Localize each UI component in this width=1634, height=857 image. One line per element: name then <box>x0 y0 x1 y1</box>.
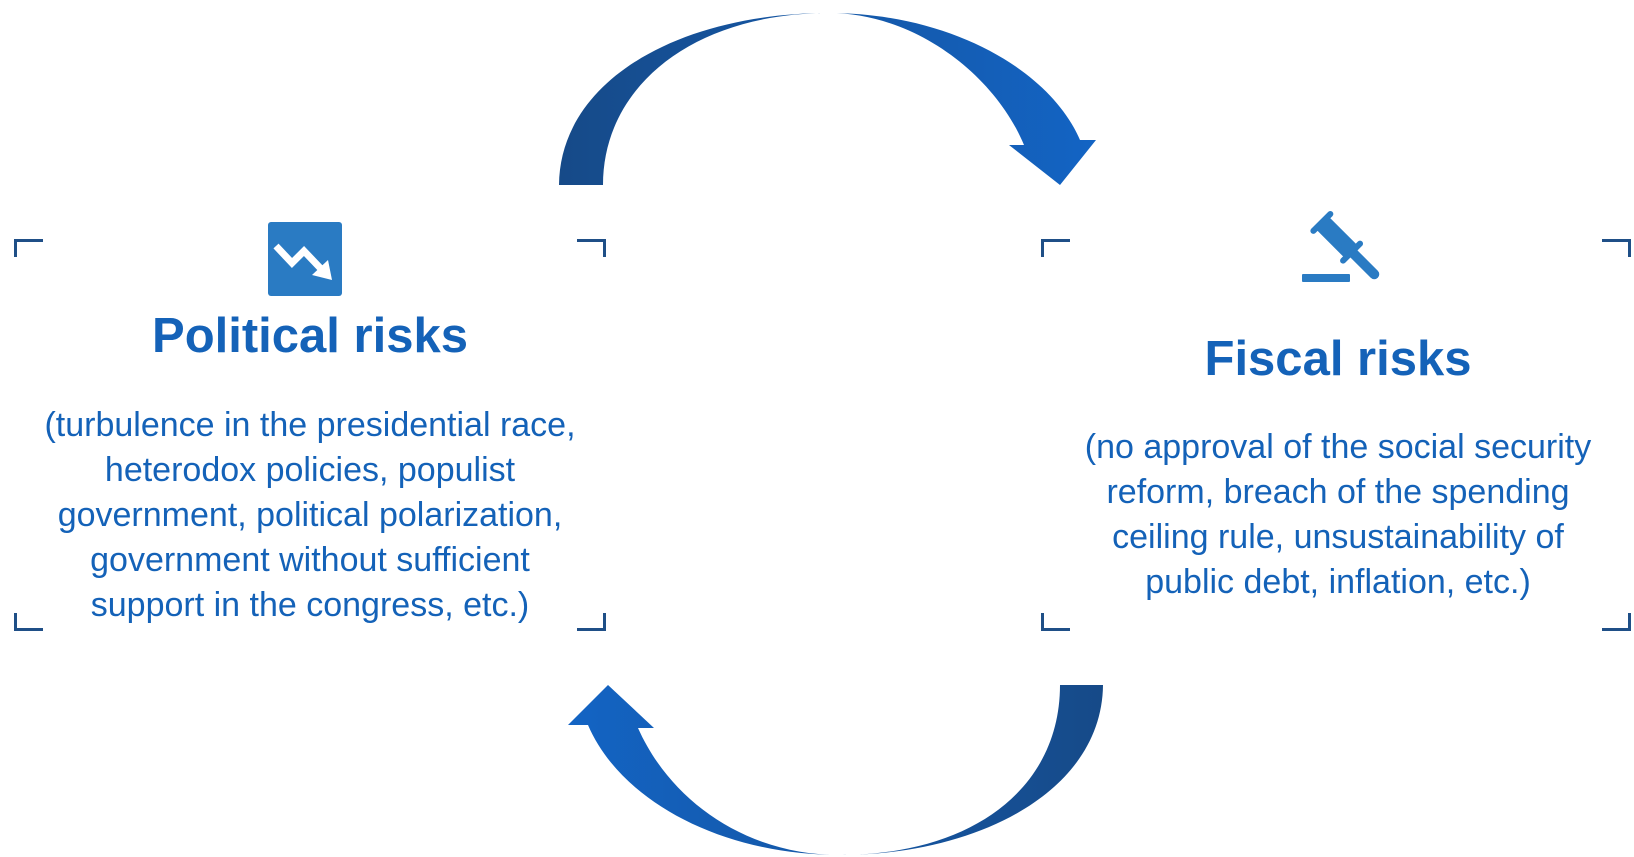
left-box-corner-bottom-right <box>577 613 606 631</box>
bottom-cycle-arrow <box>568 685 1103 855</box>
chart-down-trend-icon <box>268 222 342 296</box>
right-box-corner-bottom-left <box>1041 613 1070 631</box>
fiscal-desc-line: ceiling rule, unsustainability of <box>1112 518 1564 556</box>
left-box-corner-top-left <box>14 239 43 257</box>
right-box-corner-top-left <box>1041 239 1070 257</box>
political-desc-line: support in the congress, etc.) <box>90 586 530 624</box>
political-desc-line: heterodox policies, populist <box>104 451 516 489</box>
gavel-icon <box>1298 206 1382 286</box>
fiscal-desc-line: reform, breach of the spending <box>1106 473 1570 511</box>
fiscal-risks-description: (no approval of the social security refo… <box>1038 425 1634 605</box>
top-cycle-arrow <box>559 13 1096 185</box>
political-desc-line: government without sufficient <box>90 541 530 579</box>
right-box-corner-bottom-right <box>1602 613 1631 631</box>
left-box-corner-bottom-left <box>14 613 43 631</box>
political-risks-title: Political risks <box>152 309 468 363</box>
fiscal-desc-line: (no approval of the social security <box>1084 428 1592 466</box>
fiscal-desc-line: public debt, inflation, etc.) <box>1145 563 1531 601</box>
political-risks-description: (turbulence in the presidential race, he… <box>0 403 620 628</box>
fiscal-risks-title: Fiscal risks <box>1204 332 1472 386</box>
political-desc-line: government, political polarization, <box>57 496 563 534</box>
left-box-corner-top-right <box>577 239 606 257</box>
right-box-corner-top-right <box>1602 239 1631 257</box>
political-desc-line: (turbulence in the presidential race, <box>44 406 576 444</box>
